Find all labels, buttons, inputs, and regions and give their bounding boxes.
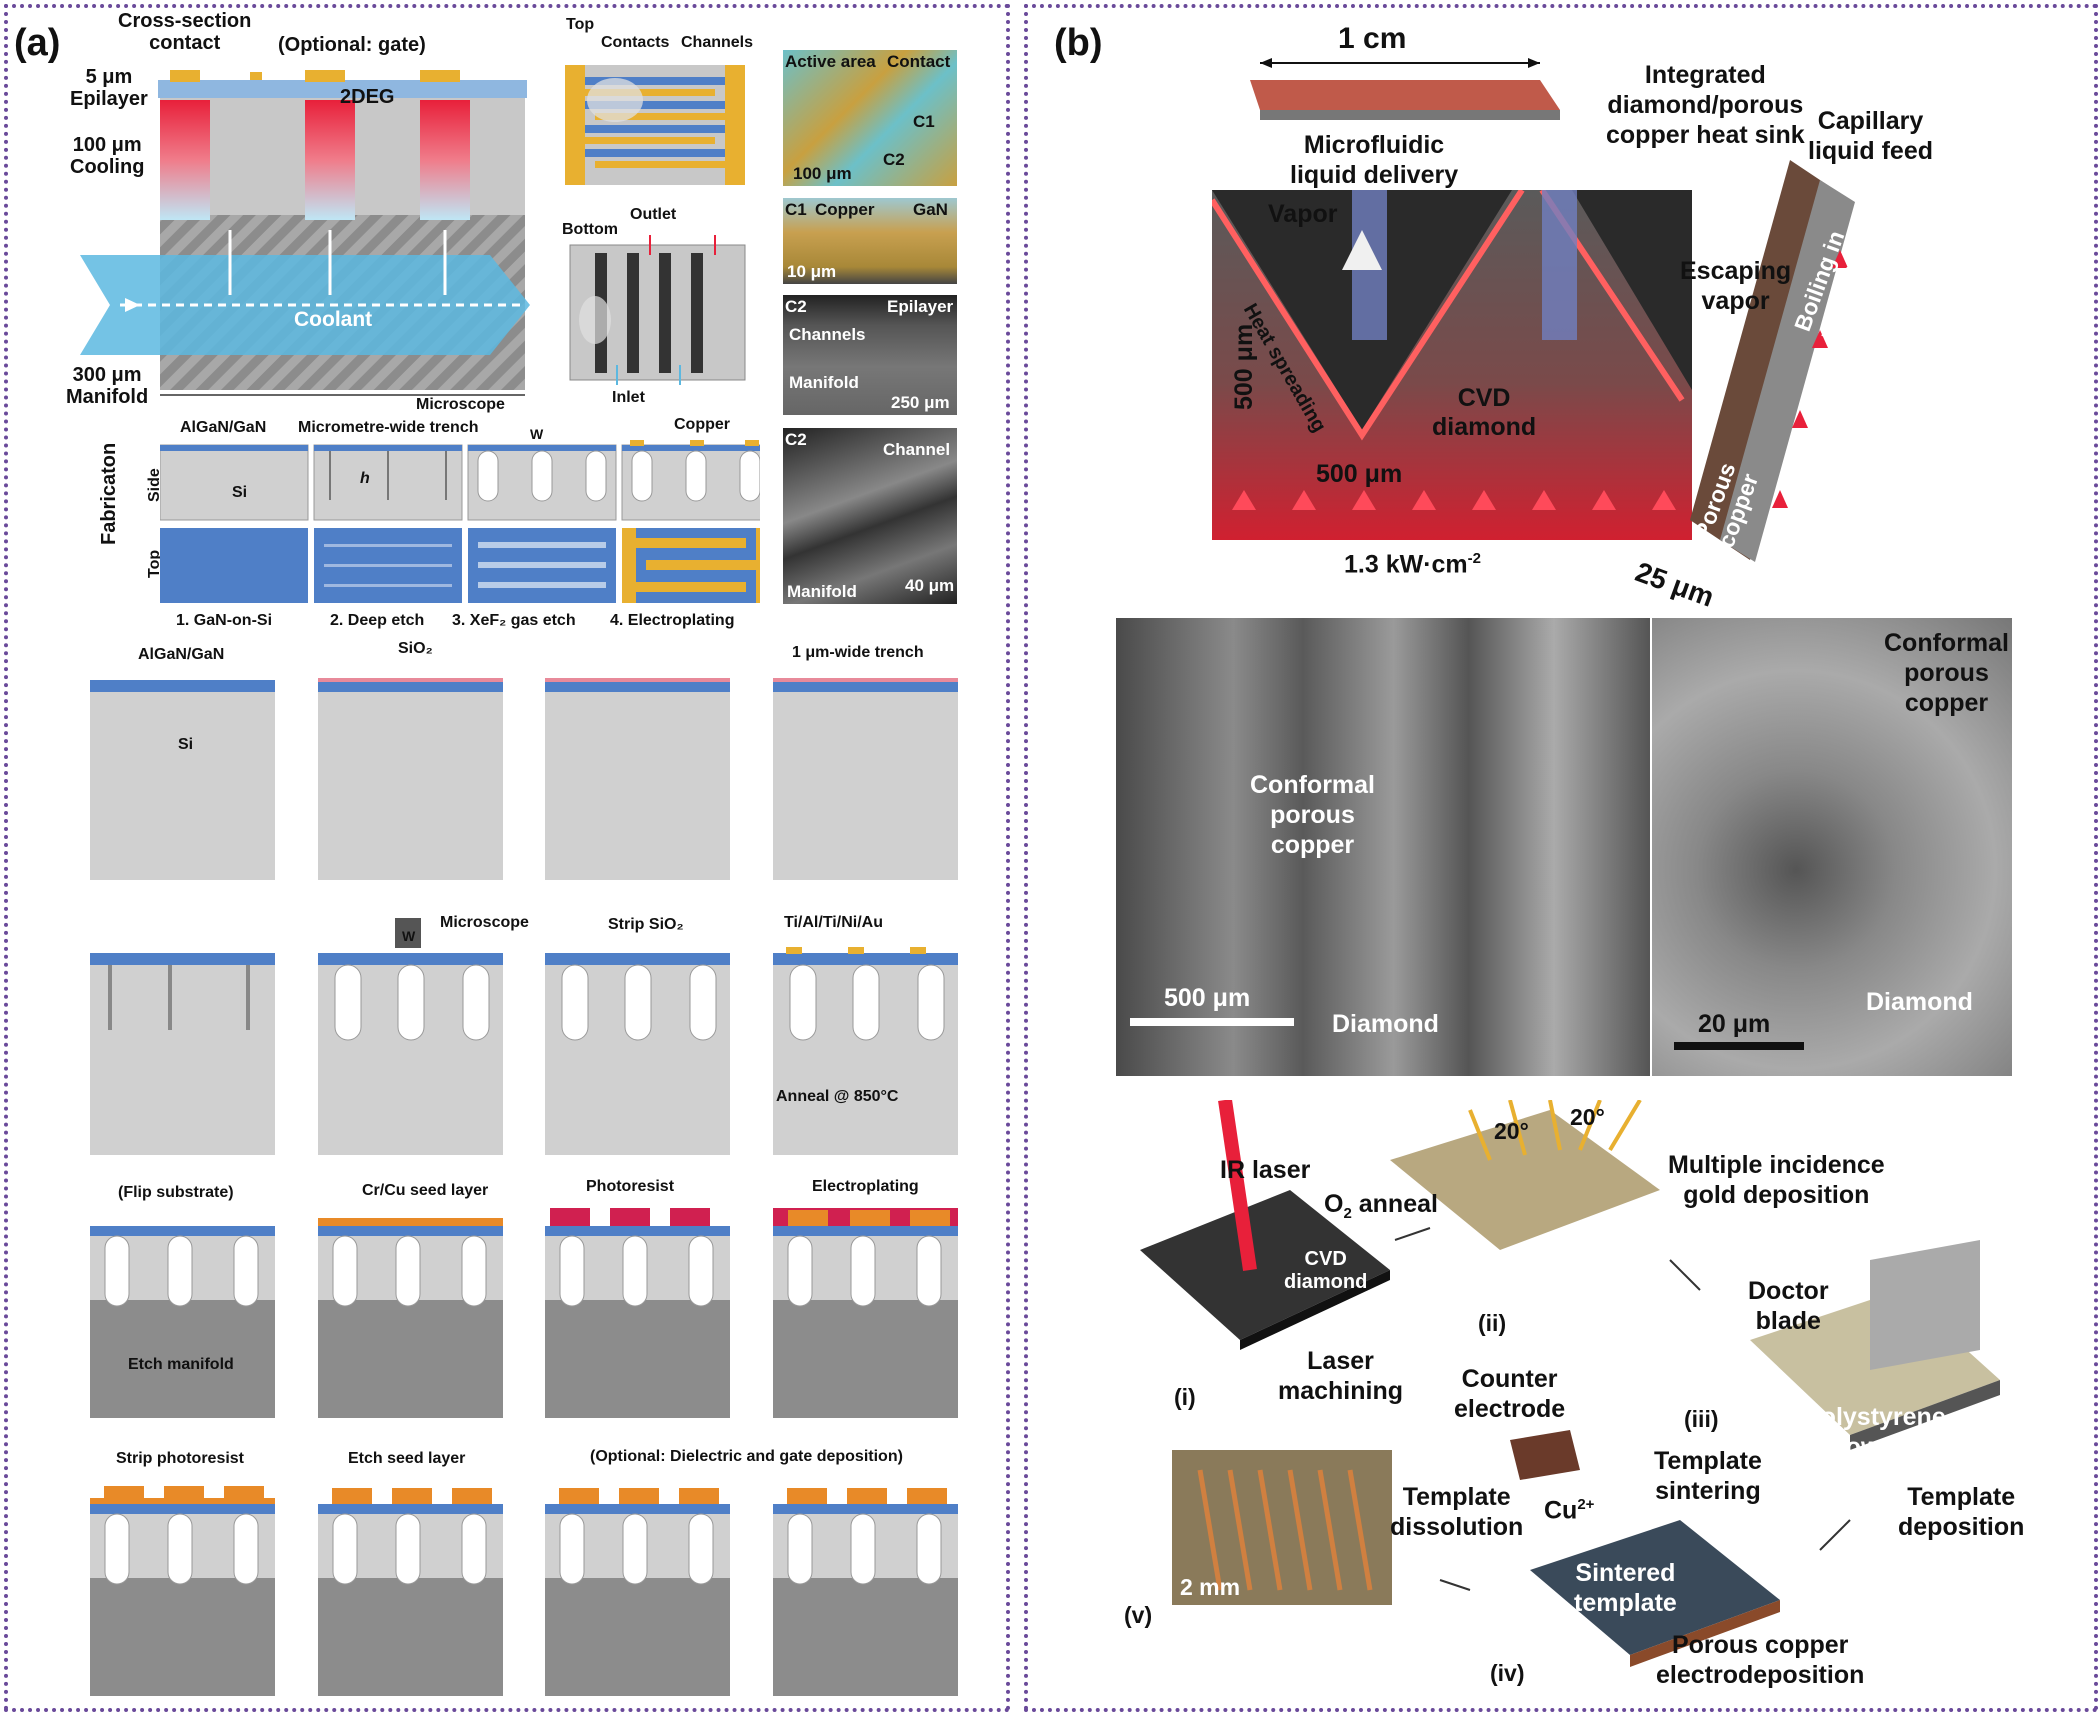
fab-trench-label: Micrometre-wide trench — [298, 419, 479, 436]
fab-copper-label: Copper — [674, 416, 730, 433]
manifold-depth-label: 300 μm Manifold — [66, 364, 149, 408]
fabrication-grid — [160, 440, 760, 603]
coolant-label: Coolant — [294, 308, 373, 331]
sem-conformal-right: Conformal porous copper Diamond 20 μm — [1652, 618, 2012, 1076]
optional-gate-label: (Optional: gate) — [278, 34, 426, 56]
fab-step-1: 1. GaN-on-Si — [176, 612, 273, 629]
proc-r3-c2: Cr/Cu seed layer — [362, 1182, 489, 1199]
o2-anneal-label: O2 anneal — [1324, 1190, 1438, 1222]
channel-cross-section — [1212, 190, 1692, 540]
cvd-diamond-process-label: CVD diamond — [1284, 1248, 1368, 1293]
proc-r3-c1: (Flip substrate) — [118, 1184, 234, 1201]
template-deposition-label: Template deposition — [1898, 1483, 2025, 1541]
fab-step-2: 2. Deep etch — [330, 612, 425, 629]
sem-channel: C2 Channel Manifold 40 μm — [783, 428, 957, 604]
fab-h-label: h — [360, 470, 370, 487]
step-iii-label: (iii) — [1684, 1406, 1719, 1432]
sem-copper: C1 Copper GaN 10 μm — [783, 198, 957, 284]
step-ii-label: (ii) — [1478, 1310, 1507, 1336]
porous-electrodeposition-label: Porous copper electrodeposition — [1656, 1631, 1865, 1689]
fab-si-label: Si — [232, 484, 248, 501]
proc-anneal: Anneal @ 850°C — [776, 1088, 899, 1105]
sem-channels: C2 Epilayer Channels Manifold 250 μm — [783, 295, 957, 415]
2deg-label: 2DEG — [340, 86, 395, 108]
proc-r1-c4: 1 μm-wide trench — [792, 644, 924, 661]
epilayer-label: 5 μm Epilayer — [70, 66, 148, 110]
proc-r3-c3: Photoresist — [586, 1178, 675, 1195]
doctor-blade-label: Doctor blade — [1748, 1277, 1829, 1335]
panel-a-label: (a) — [14, 22, 61, 64]
inlet-label: Inlet — [612, 389, 645, 406]
microfluidic-label: Microfluidic liquid delivery — [1290, 131, 1459, 189]
dim-500-vertical: 500 μm — [1230, 323, 1258, 410]
sem-active-area: Active area Contact C1 C2 100 μm — [783, 50, 957, 186]
proc-r4-c2: Etch seed layer — [348, 1450, 466, 1467]
cu-ion-label: Cu2+ — [1544, 1496, 1595, 1525]
proc-r1-c1: AlGaN/GaN — [138, 646, 225, 663]
cooling-label: 100 μm Cooling — [70, 134, 145, 178]
vapor-label: Vapor — [1268, 200, 1338, 228]
process-flow — [1140, 1100, 2000, 1667]
ir-laser-label: IR laser — [1220, 1156, 1311, 1184]
top-view-label: Top — [566, 16, 595, 33]
panel-b-frame — [1024, 4, 2098, 1712]
template-dissolution-label: Template dissolution — [1390, 1483, 1524, 1541]
channels-label: Channels — [681, 34, 754, 51]
proc-r4-c3: (Optional: Dielectric and gate depositio… — [590, 1448, 903, 1465]
proc-r2-c2: Microscope — [440, 914, 529, 931]
fab-w-label: W — [530, 426, 544, 442]
template-sintering-label: Template sintering — [1654, 1447, 1762, 1505]
proc-r2-w: W — [402, 928, 416, 944]
fab-microscope-label: Microscope — [416, 396, 505, 413]
step-v-label: (v) — [1124, 1602, 1153, 1628]
angle-2-label: 20° — [1570, 1104, 1605, 1130]
step-i-label: (i) — [1174, 1384, 1196, 1410]
outlet-label: Outlet — [630, 206, 677, 223]
proc-r3-c4: Electroplating — [812, 1178, 919, 1195]
sintered-template-label: Sintered template — [1574, 1559, 1677, 1617]
sem-conformal-left: Conformal porous copper Diamond 500 μm — [1116, 618, 1650, 1076]
top-view-diagram — [565, 65, 745, 185]
fab-step-3: 3. XeF₂ gas etch — [452, 612, 576, 629]
cross-section-diagram — [80, 70, 530, 396]
process-grid — [90, 678, 958, 1696]
laser-machining-label: Laser machining — [1278, 1347, 1404, 1405]
porous-strip — [1690, 160, 1855, 562]
contacts-label: Contacts — [601, 34, 670, 51]
panel-a-frame — [4, 4, 1010, 1712]
escaping-vapor-label: Escaping vapor — [1680, 257, 1792, 315]
step-iv-label: (iv) — [1490, 1660, 1525, 1686]
counter-electrode-label: Counter electrode — [1454, 1365, 1566, 1423]
panel-b-label: (b) — [1054, 22, 1103, 64]
bottom-view-diagram — [569, 235, 746, 385]
proc-r4-c1: Strip photoresist — [116, 1450, 245, 1467]
proc-r2-c3: Strip SiO₂ — [608, 916, 684, 933]
integrated-label: Integrated diamond/porous copper heat si… — [1606, 61, 1805, 149]
cvd-diamond-label: CVD diamond — [1432, 384, 1537, 441]
bottom-view-label: Bottom — [562, 221, 618, 238]
proc-r1-c2: SiO₂ — [398, 640, 433, 657]
dim-500-horizontal: 500 μm — [1316, 460, 1403, 488]
proc-si-label: Si — [178, 736, 194, 753]
fab-algan-label: AlGaN/GaN — [180, 419, 267, 436]
heat-sink-overview — [1250, 58, 1560, 120]
polystyrene-label: Polystyrene powder — [1804, 1403, 1946, 1461]
fab-step-4: 4. Electroplating — [610, 612, 735, 629]
multiple-incidence-label: Multiple incidence gold deposition — [1668, 1151, 1885, 1209]
cross-section-contact-label: Cross-section contact — [118, 10, 252, 54]
flux-label: 1.3 kW·cm-2 — [1344, 550, 1482, 579]
proc-etch-manifold: Etch manifold — [128, 1356, 234, 1373]
scale-2mm-label: 2 mm — [1180, 1574, 1241, 1600]
angle-1-label: 20° — [1494, 1118, 1529, 1144]
capillary-label: Capillary liquid feed — [1808, 107, 1933, 165]
one-cm-label: 1 cm — [1338, 22, 1407, 55]
proc-r2-c4: Ti/Al/Ti/Ni/Au — [784, 914, 883, 931]
